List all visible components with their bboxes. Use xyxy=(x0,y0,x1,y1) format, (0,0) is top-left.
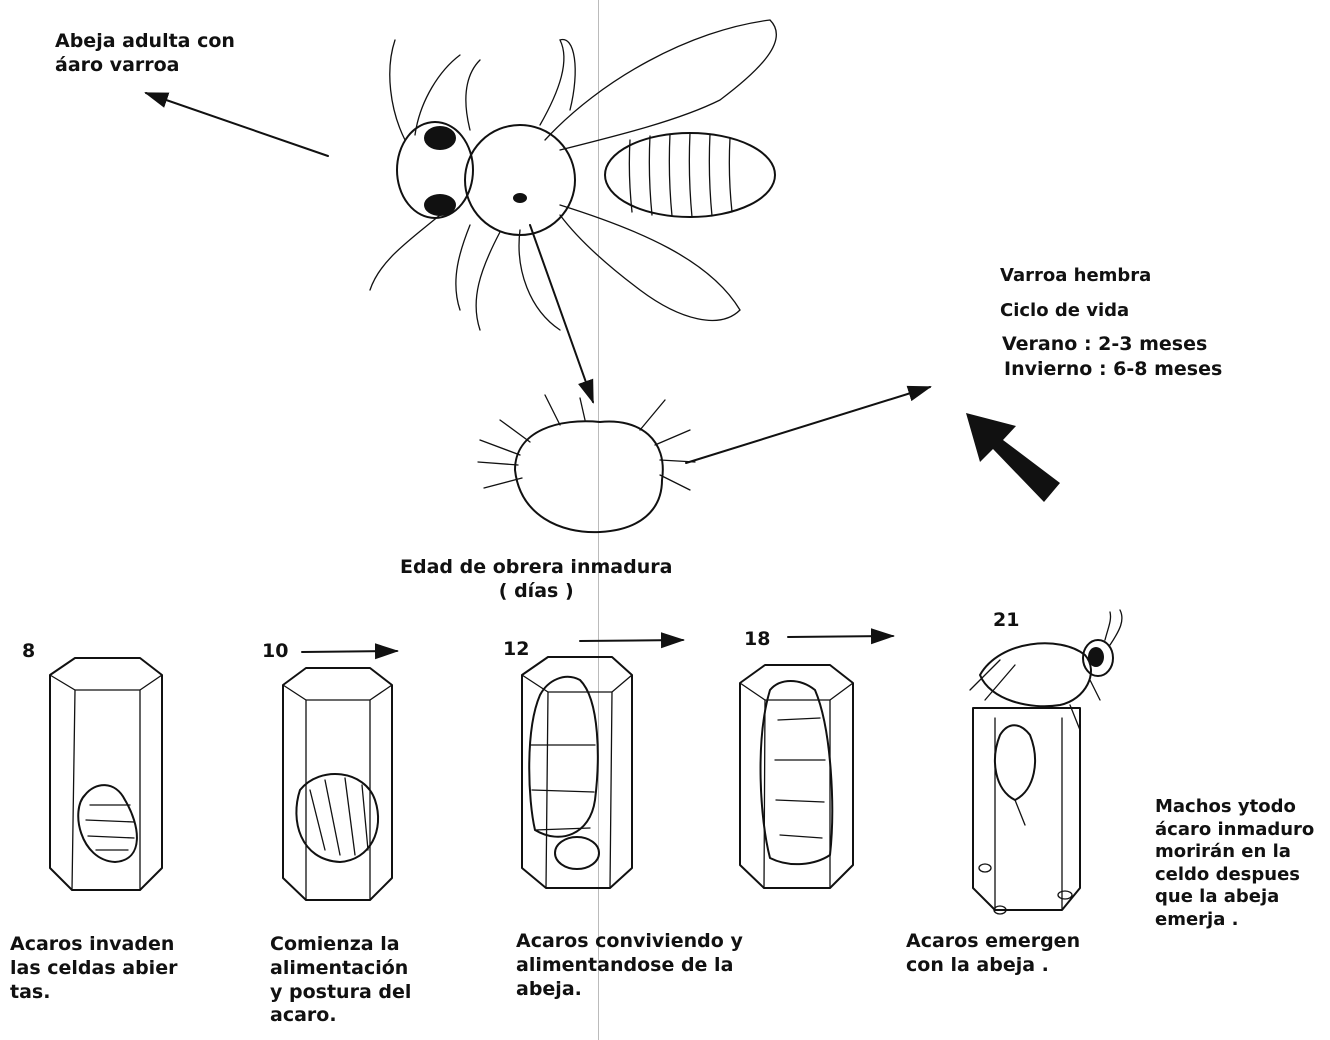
stage-12-caption: Acaros conviviendo y alimentandose de la… xyxy=(516,930,743,1001)
varroa-mite-drawing xyxy=(478,395,695,532)
adult-bee-label: Abeja adulta con áaro varroa xyxy=(55,30,235,78)
varroa-subtitle: Ciclo de vida xyxy=(1000,300,1129,323)
arrow-to-adult-label xyxy=(146,93,328,156)
varroa-title: Varroa hembra xyxy=(1000,265,1151,288)
cell-day-8 xyxy=(50,658,162,890)
males-note: Machos ytodo ácaro inmaduro morirán en l… xyxy=(1155,796,1314,931)
stage-10-caption: Comienza la alimentación y postura del a… xyxy=(270,933,411,1028)
arrow-to-mite xyxy=(530,225,593,402)
varroa-summer: Verano : 2-3 meses xyxy=(1002,333,1207,357)
arrow-to-varroa-info xyxy=(686,387,930,463)
stage-day-21: 21 xyxy=(993,609,1019,633)
stage-arrow-1 xyxy=(302,651,397,652)
stage-day-18: 18 xyxy=(744,628,770,652)
cell-day-10 xyxy=(283,668,392,900)
cell-day-18 xyxy=(740,665,853,888)
stage-day-10: 10 xyxy=(262,640,288,664)
stage-arrow-3 xyxy=(788,636,893,637)
stage-8-caption: Acaros invaden las celdas abier tas. xyxy=(10,933,177,1004)
stage-arrow-2 xyxy=(580,640,683,641)
cell-day-12 xyxy=(522,657,632,888)
varroa-winter: Invierno : 6-8 meses xyxy=(1004,358,1222,382)
stage-21-caption: Acaros emergen con la abeja . xyxy=(906,930,1080,978)
bold-arrow xyxy=(966,413,1060,502)
stage-day-12: 12 xyxy=(503,638,529,662)
immature-worker-age-label: Edad de obrera inmadura ( días ) xyxy=(400,556,672,604)
cell-day-21 xyxy=(970,610,1122,914)
adult-bee-drawing xyxy=(370,20,776,330)
stage-day-8: 8 xyxy=(22,640,35,664)
